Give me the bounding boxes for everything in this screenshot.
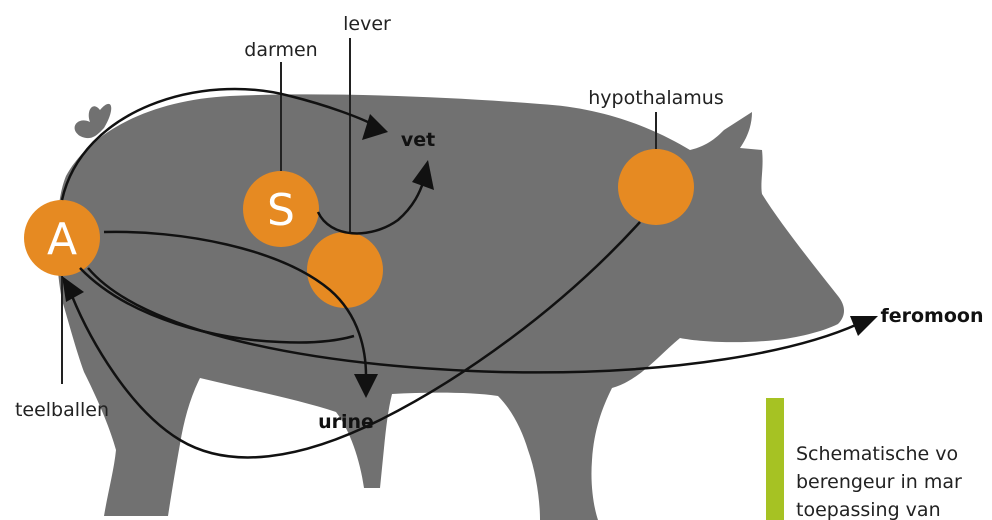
organ-letter-a: A	[47, 214, 77, 265]
label-teelballen: teelballen	[15, 399, 109, 421]
label-hypothalamus: hypothalamus	[588, 87, 723, 109]
caption-accent-bar	[766, 398, 784, 520]
label-vet: vet	[401, 129, 435, 151]
lever-circle	[307, 232, 383, 308]
hypothalamus-circle	[618, 149, 694, 225]
pig-silhouette-icon	[57, 94, 844, 520]
label-darmen: darmen	[244, 39, 317, 61]
label-urine: urine	[318, 411, 374, 433]
organ-letter-s: S	[267, 185, 295, 236]
label-lever: lever	[343, 13, 391, 35]
label-feromoon: feromoon	[880, 305, 983, 327]
caption-text: Schematische vo berengeur in mar toepass…	[796, 440, 992, 520]
arrowhead-feromoon	[850, 316, 878, 336]
